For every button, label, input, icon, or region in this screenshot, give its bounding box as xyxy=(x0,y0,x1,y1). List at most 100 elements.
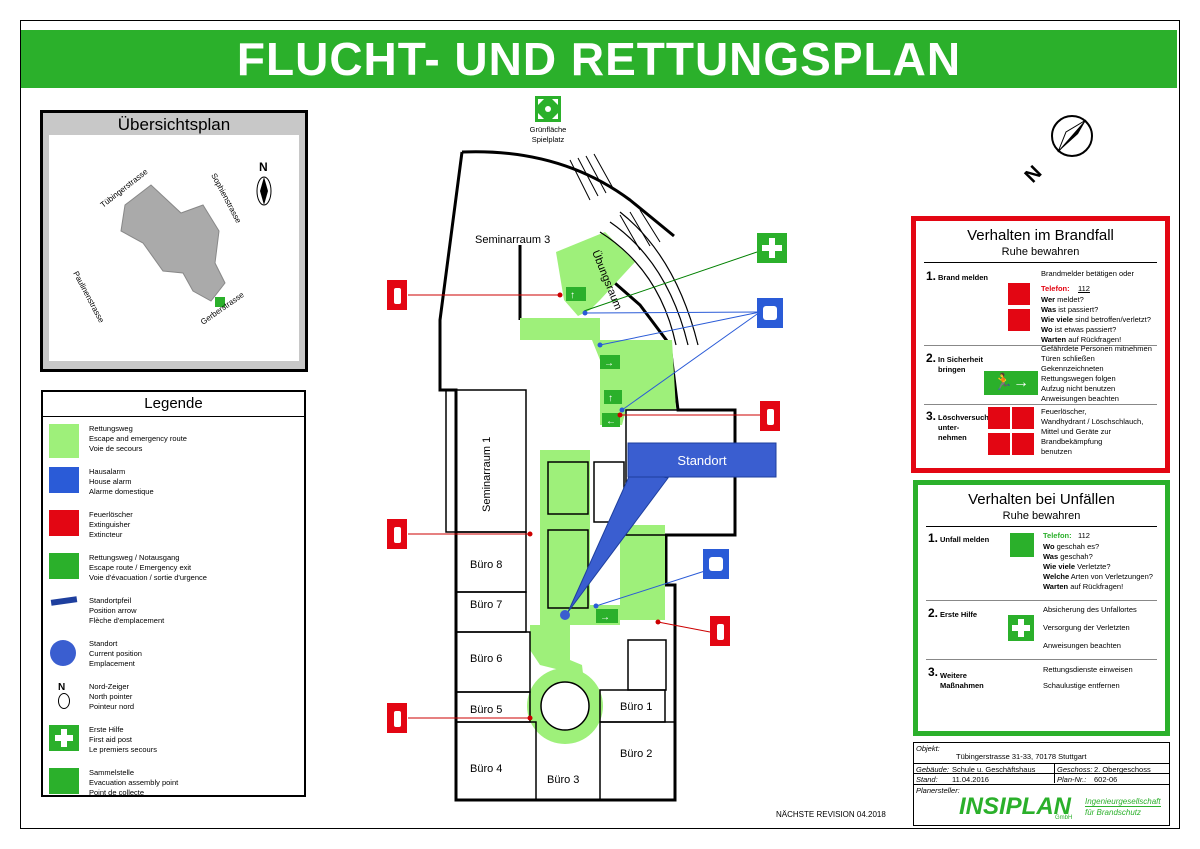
info-stand-label: Stand: xyxy=(916,775,938,784)
legend-item-line: Escape route / Emergency exit xyxy=(89,563,192,572)
logo-tag-2: für Brandschutz xyxy=(1085,808,1142,817)
svg-text:N: N xyxy=(1021,162,1047,184)
accident-step2-num: 2. xyxy=(928,606,939,620)
legend-item-line: Nord-Zeiger xyxy=(89,682,130,691)
question-rest: ist passiert? xyxy=(1058,305,1099,314)
escape-route-swatch xyxy=(49,424,79,458)
assembly-label-1: Grünfläche xyxy=(529,125,567,134)
house-alarm-icon xyxy=(757,298,783,328)
fire-phone-label: Telefon: xyxy=(1041,284,1070,293)
legend-item-line: Rettungsweg / Notausgang xyxy=(89,553,180,562)
standort-label-box xyxy=(627,442,777,478)
question-rest: ist etwas passiert? xyxy=(1054,325,1117,334)
legend-item-line: Rettungsweg xyxy=(89,424,133,433)
info-planersteller-label: Planersteller: xyxy=(916,786,960,795)
info-plannr: 602-06 xyxy=(1094,775,1118,784)
room-buero8: Büro 8 xyxy=(470,559,502,571)
svg-text:→: → xyxy=(604,358,614,369)
fire-equipment-icon-1 xyxy=(988,433,1010,455)
fire-extinguisher-icon xyxy=(49,510,79,536)
first-aid-icon xyxy=(1008,615,1034,641)
accident-phone-label: Telefon: xyxy=(1043,531,1072,540)
question-keyword: Wo xyxy=(1043,542,1055,551)
building-outline xyxy=(120,184,226,302)
legend-item-line: Voie d'évacuation / sortie d'urgence xyxy=(89,573,207,582)
question-line: Was ist passiert? xyxy=(1041,305,1151,315)
overview-map: Tübingerstrasse Sophienstrasse Paulinens… xyxy=(71,160,272,327)
fire-hose-icon xyxy=(1012,407,1034,429)
insiplan-logo: INSIPLAN GmbH Ingenieurgesellschaft für … xyxy=(959,793,1169,823)
step-line: Anweisungen beachten xyxy=(1043,641,1121,650)
question-line: Wie viele sind betroffen/verletzt? xyxy=(1041,315,1151,325)
north-pointer-icon: N xyxy=(49,682,79,709)
legend-item-line: Voie de secours xyxy=(89,444,143,453)
overview-north-label: N xyxy=(259,160,268,174)
fire-step3-label: Löschversuch unter-nehmen xyxy=(938,413,989,442)
fire-extinguisher-icon xyxy=(988,407,1010,429)
question-keyword: Wie viele xyxy=(1043,562,1076,571)
fire-extinguisher-icon xyxy=(760,401,780,431)
fire-alarm-icon xyxy=(1008,283,1030,305)
question-keyword: Was xyxy=(1043,552,1059,561)
question-rest: geschah? xyxy=(1060,552,1093,561)
info-objekt-label: Objekt: xyxy=(916,744,940,753)
legend-title: Legende xyxy=(144,395,203,412)
question-line: Warten auf Rückfragen! xyxy=(1043,582,1153,592)
step-line: Rettungsdienste einweisen xyxy=(1043,665,1133,674)
info-gebaeude: Schule u. Geschäftshaus xyxy=(952,765,1036,774)
fire-extinguisher-icon xyxy=(387,280,407,310)
legend-item-line: Alarme domestique xyxy=(89,487,154,496)
room-buero7: Büro 7 xyxy=(470,599,502,611)
standort-label: Standort xyxy=(677,453,727,468)
question-line: Wo ist etwas passiert? xyxy=(1041,325,1151,335)
step-line: Gekennzeichneten xyxy=(1041,364,1104,373)
legend-item-line: Extinguisher xyxy=(89,520,131,529)
info-objekt: Tübingerstrasse 31-33, 70178 Stuttgart xyxy=(956,752,1087,761)
question-rest: meldet? xyxy=(1057,295,1084,304)
question-keyword: Welche xyxy=(1043,572,1070,581)
fire-step1-text: Brandmelder betätigen oder xyxy=(1041,269,1134,278)
fire-step3-num: 3. xyxy=(926,409,937,423)
legend-item-line: Position arrow xyxy=(89,606,137,615)
accident-step3-num: 3. xyxy=(928,665,939,679)
room-buero6: Büro 6 xyxy=(470,653,502,665)
question-rest: sind betroffen/verletzt? xyxy=(1075,315,1151,324)
question-rest: Arten von Verletzungen? xyxy=(1070,572,1153,581)
question-line: Was geschah? xyxy=(1043,552,1153,562)
question-rest: geschah es? xyxy=(1056,542,1100,551)
step-line: Gefährdete Personen mitnehmen xyxy=(1041,344,1152,353)
legend-item-line: North pointer xyxy=(89,692,133,701)
room-seminar1: Seminarraum 1 xyxy=(481,437,493,512)
assembly-point-icon xyxy=(535,96,561,122)
street-paulinen: Paulinenstrasse xyxy=(71,270,106,325)
legend-item-line: Extincteur xyxy=(89,530,123,539)
legend-item-line: Point de collecte xyxy=(89,788,145,797)
first-aid-icon xyxy=(49,725,79,751)
floor-plan: Seminarraum 3 Seminarraum 1 Übungsraum B… xyxy=(408,150,777,802)
legend-item-line: Escape and emergency route xyxy=(89,434,187,443)
room-seminar3: Seminarraum 3 xyxy=(475,234,550,246)
question-line: Wo geschah es? xyxy=(1043,542,1153,552)
accident-step3-label: Weitere Maßnahmen xyxy=(940,671,984,690)
step-line: Versorgung der Verletzten xyxy=(1043,623,1130,632)
legend-item-line: Standortpfeil xyxy=(89,596,132,605)
logo-sub: GmbH xyxy=(1055,815,1073,821)
step-line: Schaulustige entfernen xyxy=(1043,681,1120,690)
current-position-icon xyxy=(49,639,79,666)
legend-item-line: Le premiers secours xyxy=(89,745,157,754)
legend-title-rule xyxy=(43,416,304,417)
info-geschoss-label: Geschoss: xyxy=(1057,765,1093,774)
legend-item-line: Standort xyxy=(89,639,118,648)
question-line: Warten auf Rückfragen! xyxy=(1041,335,1151,345)
fire-step2-num: 2. xyxy=(926,351,937,365)
accident-instructions-panel: Verhalten bei Unfällen Ruhe bewahren 1. … xyxy=(913,480,1170,736)
